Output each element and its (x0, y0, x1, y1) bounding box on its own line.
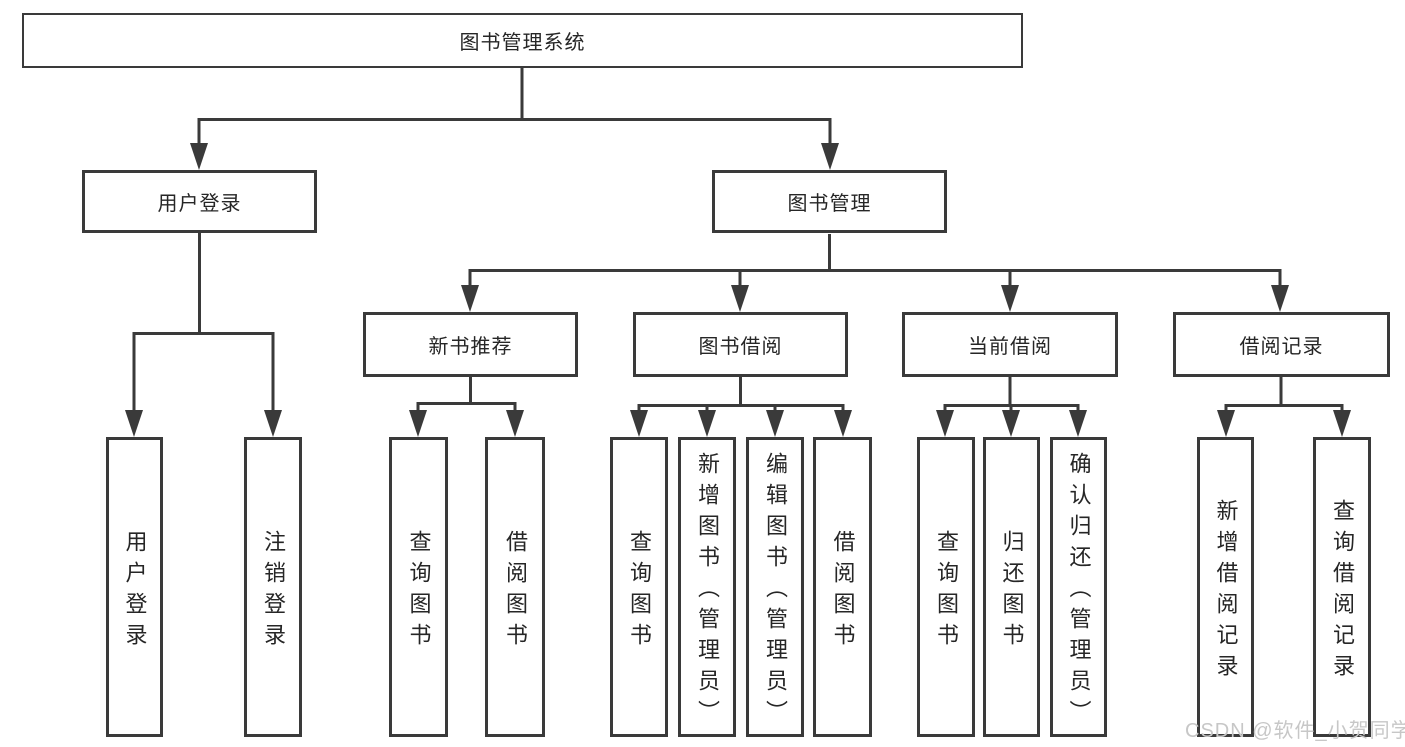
node-label: 查询图书 (406, 529, 432, 654)
watermark-text: CSDN @软件_小贺同学 (1185, 720, 1405, 742)
node-label: 查询图书 (627, 529, 652, 654)
node-label: 新增借阅记录 (1213, 498, 1239, 685)
node-query-books-recommend: 查询图书 (389, 437, 448, 737)
node-label: 注销登录 (261, 529, 286, 654)
node-label: 新书推荐 (428, 336, 513, 358)
node-book-management-branch: 图书管理 (712, 170, 947, 233)
node-label: 当前借阅 (968, 336, 1052, 358)
node-query-borrow-record: 查询借阅记录 (1313, 437, 1371, 737)
node-label: 查询借阅记录 (1330, 498, 1355, 685)
node-query-books-borrowing: 查询图书 (610, 437, 668, 737)
node-current-borrowing: 当前借阅 (902, 312, 1118, 377)
node-borrow-records: 借阅记录 (1173, 312, 1390, 377)
node-label: 用户登录 (122, 529, 148, 654)
node-logout: 注销登录 (244, 437, 302, 737)
node-borrow-books-recommend: 借阅图书 (485, 437, 545, 737)
node-label: 用户登录 (157, 193, 242, 215)
node-user-login-branch: 用户登录 (82, 170, 317, 233)
node-return-books: 归还图书 (983, 437, 1040, 737)
node-label: 图书借阅 (698, 336, 783, 358)
node-add-books-admin: 新增图书（管理员） (678, 437, 736, 737)
node-new-book-recommend: 新书推荐 (363, 312, 578, 377)
node-book-borrowing: 图书借阅 (633, 312, 848, 377)
node-label: 图书管理 (787, 193, 872, 215)
node-confirm-return-admin: 确认归还（管理员） (1050, 437, 1107, 737)
node-label: 归还图书 (999, 529, 1025, 654)
node-label: 图书管理系统 (459, 32, 586, 54)
node-label: 借阅记录 (1239, 336, 1324, 358)
node-label: 借阅图书 (830, 529, 856, 654)
node-query-books-current: 查询图书 (917, 437, 975, 737)
node-label: 编辑图书（管理员） (763, 452, 788, 731)
node-library-management-system: 图书管理系统 (22, 13, 1023, 68)
node-edit-books-admin: 编辑图书（管理员） (746, 437, 804, 737)
node-label: 新增图书（管理员） (695, 452, 720, 731)
node-label: 查询图书 (934, 529, 959, 654)
node-label: 借阅图书 (503, 529, 528, 654)
node-borrow-books-borrowing: 借阅图书 (813, 437, 872, 737)
node-user-login: 用户登录 (106, 437, 163, 737)
node-add-borrow-record: 新增借阅记录 (1197, 437, 1254, 737)
node-label: 确认归还（管理员） (1066, 452, 1092, 731)
